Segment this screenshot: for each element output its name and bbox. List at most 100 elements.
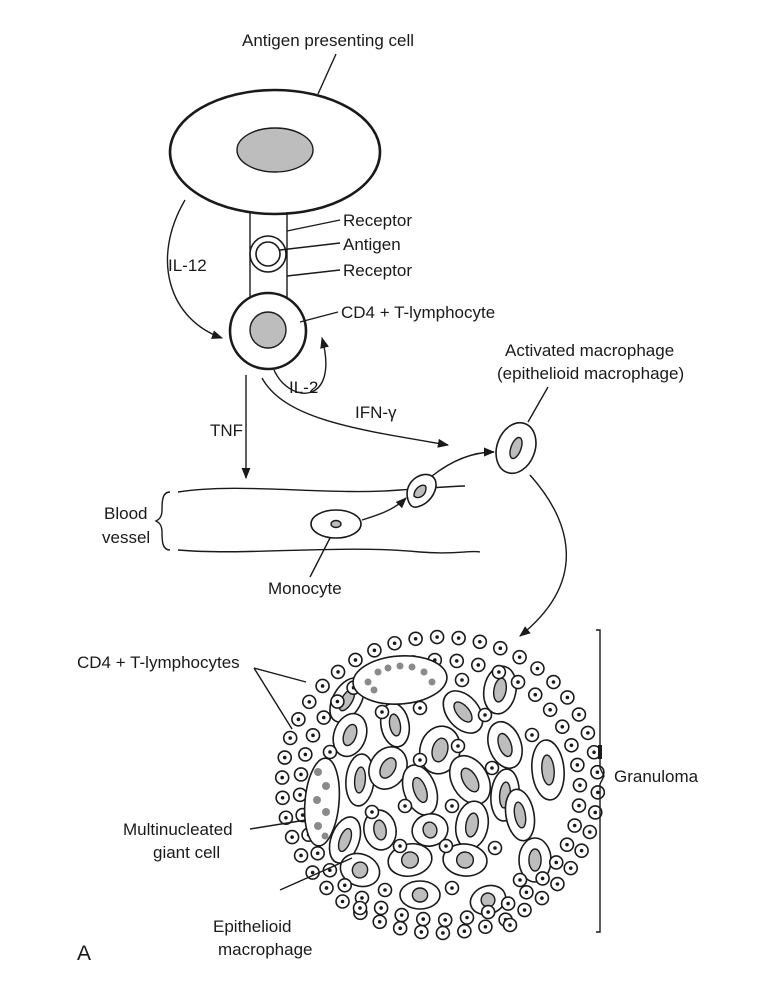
cd4-leader-line xyxy=(299,311,339,323)
t-lymphocyte xyxy=(570,757,585,773)
monocyte-cell xyxy=(310,509,362,539)
t-lymphocyte xyxy=(587,805,603,820)
label-blood: Blood xyxy=(104,504,147,523)
t-lymphocyte xyxy=(580,725,596,741)
t-lymphocyte xyxy=(451,630,466,646)
t-lymphocyte xyxy=(392,920,408,936)
label-epithelioid-macrophage-paren: (epithelioid macrophage) xyxy=(497,364,684,383)
t-lymphocyte xyxy=(512,872,528,888)
t-lymphocyte xyxy=(322,744,338,760)
t-lymphocyte xyxy=(293,767,309,782)
migrating-monocyte xyxy=(406,473,437,508)
t-lymphocyte xyxy=(582,824,598,840)
blood-vessel xyxy=(154,485,481,554)
t-lymphocyte xyxy=(534,890,550,906)
t-lymphocyte xyxy=(500,896,516,911)
label-panel-a: A xyxy=(77,942,91,965)
t-lymphocyte xyxy=(449,653,465,669)
t-lymphocyte xyxy=(414,924,429,940)
t-lymphocyte xyxy=(590,785,606,800)
t-lymphocyte xyxy=(502,917,518,933)
label-granuloma: Granuloma xyxy=(614,767,699,786)
t-lymphocyte xyxy=(457,923,472,939)
t-lymphocyte xyxy=(278,810,294,826)
label-ifn-gamma: IFN-γ xyxy=(355,403,397,422)
t-lymphocyte xyxy=(450,738,466,754)
t-lymphocyte xyxy=(459,910,475,925)
t-lymphocyte xyxy=(560,690,575,705)
t-lymphocyte xyxy=(275,790,290,806)
il12-arrow xyxy=(166,199,224,339)
t-lymphocyte xyxy=(487,840,503,856)
t-lymphocyte xyxy=(337,877,353,893)
activated-macrophage xyxy=(495,421,537,475)
t-lymphocyte xyxy=(335,894,350,909)
t-lymphocyte xyxy=(412,700,428,716)
label-giant-cell: giant cell xyxy=(153,843,220,862)
epithelioid-macrophage-cell xyxy=(482,665,518,715)
label-macrophage: macrophage xyxy=(218,940,313,959)
epithelioid-macrophage-cell xyxy=(469,884,507,916)
t-lymphocyte xyxy=(367,643,382,658)
label-antigen: Antigen xyxy=(343,235,401,254)
lymphocyte-ring xyxy=(274,629,606,941)
t-lymphocyte xyxy=(310,845,326,861)
t-lymphocyte xyxy=(284,829,300,845)
label-tnf: TNF xyxy=(210,421,243,440)
t-lymphocyte xyxy=(408,631,423,647)
cd4s-leader-1 xyxy=(253,667,307,683)
t-lymphocyte xyxy=(301,694,317,710)
t-lymphocyte xyxy=(397,798,413,814)
label-activated-macrophage: Activated macrophage xyxy=(505,341,674,360)
t-lymphocyte xyxy=(274,770,290,785)
t-lymphocyte xyxy=(348,652,363,668)
epithelioid-macrophage-cell xyxy=(504,788,536,842)
granuloma-bracket xyxy=(596,629,605,933)
t-lymphocyte xyxy=(484,760,500,776)
t-lymphocyte xyxy=(546,674,561,690)
label-receptor-bottom: Receptor xyxy=(343,261,412,280)
t-lymphocyte xyxy=(524,727,540,743)
t-lymphocyte xyxy=(586,744,602,760)
t-lymphocyte xyxy=(519,884,534,900)
il2-arrow xyxy=(273,336,329,394)
activation-arrow xyxy=(431,447,496,477)
t-lymphocyte xyxy=(567,818,582,833)
epithelioid-macrophage-cell xyxy=(418,725,462,775)
label-il12: IL-12 xyxy=(168,256,207,275)
cd4s-leader-2 xyxy=(253,667,293,730)
label-receptor-top: Receptor xyxy=(343,211,412,230)
label-il2: IL-2 xyxy=(289,378,318,397)
t-lymphocyte xyxy=(429,629,445,645)
t-lymphocyte xyxy=(315,678,330,694)
t-lymphocyte xyxy=(572,777,588,793)
t-lymphocyte xyxy=(277,750,293,765)
epithelioid-macrophage-cell xyxy=(448,754,492,806)
t-lymphocyte xyxy=(472,634,488,650)
antigen-presenting-cell xyxy=(168,88,382,216)
t-lymphocyte xyxy=(444,880,460,896)
monocyte-migration-arrow xyxy=(361,497,407,521)
label-multinucleated: Multinucleated xyxy=(123,820,233,839)
t-lymphocyte xyxy=(394,907,410,923)
t-lymphocyte xyxy=(571,798,587,813)
t-lymphocyte xyxy=(293,848,309,863)
epithelioid-macrophage-cell xyxy=(442,690,484,734)
t-lymphocyte xyxy=(478,919,493,935)
epithelioid-macrophage-group xyxy=(328,665,565,916)
t-lymphocyte xyxy=(316,710,332,725)
label-antigen-presenting-cell: Antigen presenting cell xyxy=(242,31,414,50)
t-lymphocyte xyxy=(470,657,486,673)
t-lymphocyte xyxy=(530,661,545,676)
t-lymphocyte xyxy=(415,911,431,927)
label-cd4-t-lymphocyte: CD4 + T-lymphocyte xyxy=(341,303,495,322)
epithelioid-macrophage-cell xyxy=(339,852,381,888)
t-lymphocyte xyxy=(438,838,454,854)
t-lymphocyte xyxy=(564,737,579,753)
t-lymphocyte xyxy=(305,865,320,880)
t-lymphocyte xyxy=(574,843,589,858)
t-lymphocyte xyxy=(492,640,508,656)
t-lymphocyte xyxy=(454,672,470,688)
t-lymphocyte xyxy=(477,707,493,723)
t-lymphocyte xyxy=(372,914,388,930)
